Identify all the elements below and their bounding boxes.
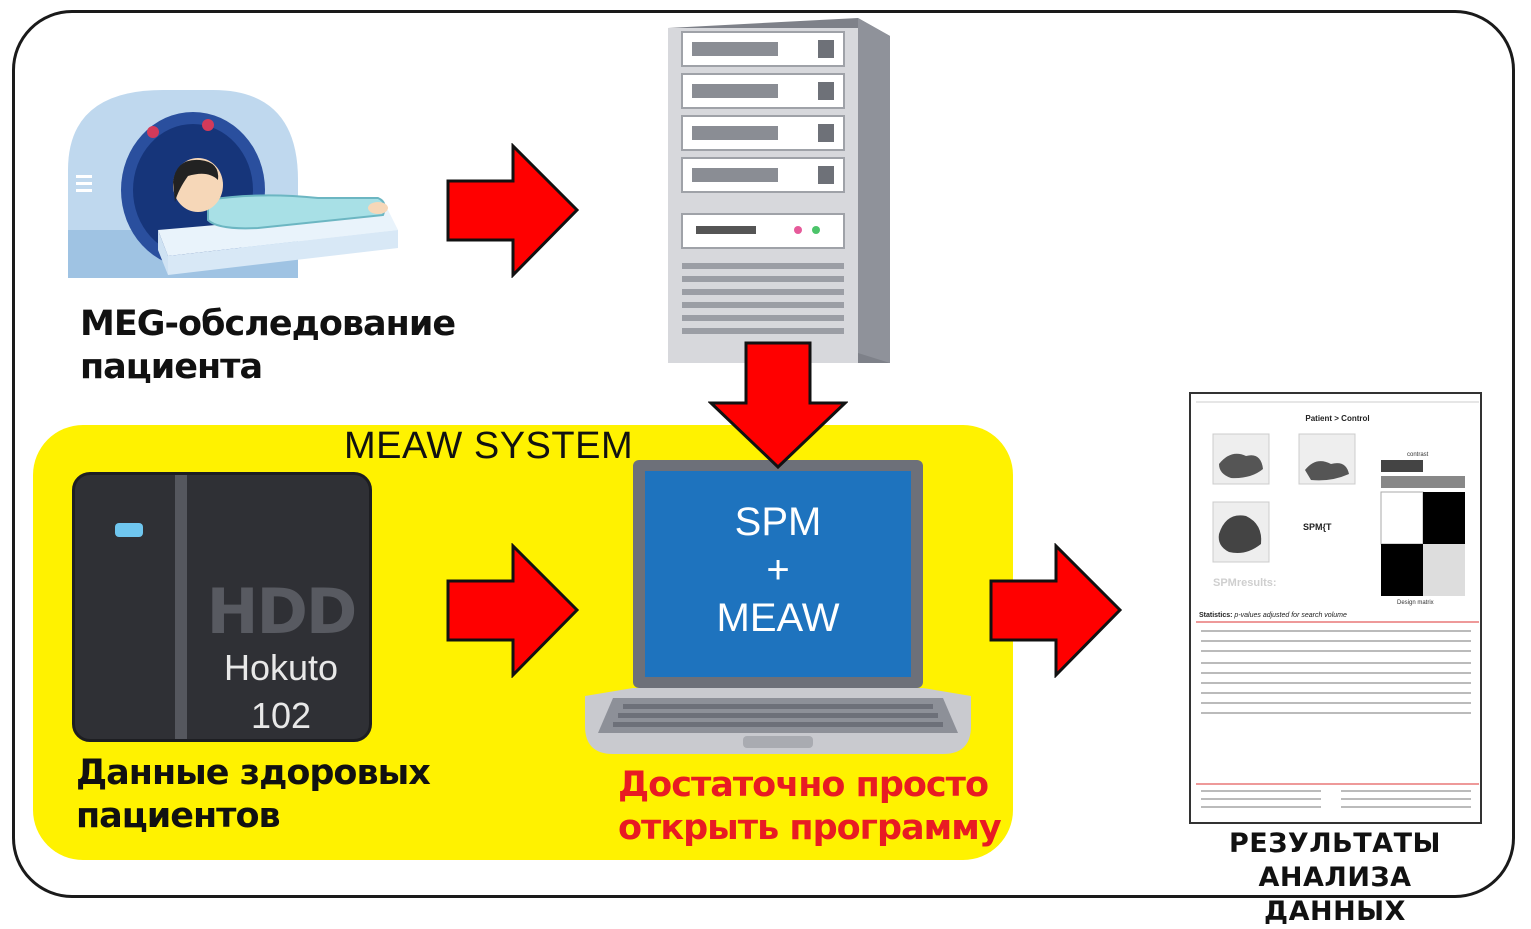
laptop-screen-line1: SPM: [734, 500, 822, 544]
healthy-data-line1: Данные здоровых: [76, 753, 431, 793]
results-line1: РЕЗУЛЬТАТЫ: [1229, 828, 1441, 859]
hdd-brand: HDD: [206, 575, 358, 648]
arrow-right-icon: [989, 543, 1123, 678]
server-tower-icon: [668, 18, 890, 363]
meg-exam-line1: MEG-обследование: [80, 304, 456, 344]
arrow-right-icon: [446, 543, 580, 678]
laptop-screen-line3: MEAW: [716, 596, 840, 640]
spm-report-icon: SPM{T Design matrix contrast SPMresults:: [1189, 392, 1482, 824]
hdd-icon: HDD Hokuto 102: [72, 472, 372, 742]
laptop-screen-line2: +: [766, 548, 790, 592]
easy-open-line1: Достаточно просто: [618, 765, 989, 805]
report-stats-header: Statistics: p-values adjusted for search…: [1199, 612, 1479, 619]
mri-scanner-icon: [68, 90, 398, 278]
meg-exam-line2: пациента: [80, 347, 263, 387]
results-label: РЕЗУЛЬТАТЫ АНАЛИЗА ДАННЫХ: [1185, 827, 1485, 929]
report-stats-subtitle: p-values adjusted for search volume: [1234, 612, 1347, 619]
system-title: MEAW SYSTEM: [344, 425, 634, 467]
easy-open-line2: открыть программу: [618, 808, 1002, 848]
report-contrast: contrast: [1407, 452, 1429, 458]
svg-text:SPMresults:: SPMresults:: [1213, 577, 1277, 589]
report-title: Patient > Control: [1305, 414, 1370, 423]
report-design-matrix: Design matrix: [1397, 600, 1434, 606]
meg-exam-label: MEG-обследование пациента: [80, 303, 456, 389]
hdd-name: Hokuto: [223, 647, 339, 688]
easy-open-label: Достаточно просто открыть программу: [618, 764, 1002, 850]
arrow-down-icon: [708, 341, 848, 470]
healthy-data-line2: пациентов: [76, 796, 281, 836]
report-spm-label: SPM{T: [1303, 522, 1332, 532]
diagram-frame: [12, 10, 1515, 898]
hdd-number: 102: [250, 695, 312, 736]
arrow-right-icon: [446, 143, 580, 278]
report-stats-label: Statistics:: [1199, 612, 1233, 619]
results-line2: АНАЛИЗА ДАННЫХ: [1258, 862, 1412, 927]
healthy-data-label: Данные здоровых пациентов: [76, 752, 431, 838]
laptop-icon: SPM + MEAW: [583, 458, 973, 758]
